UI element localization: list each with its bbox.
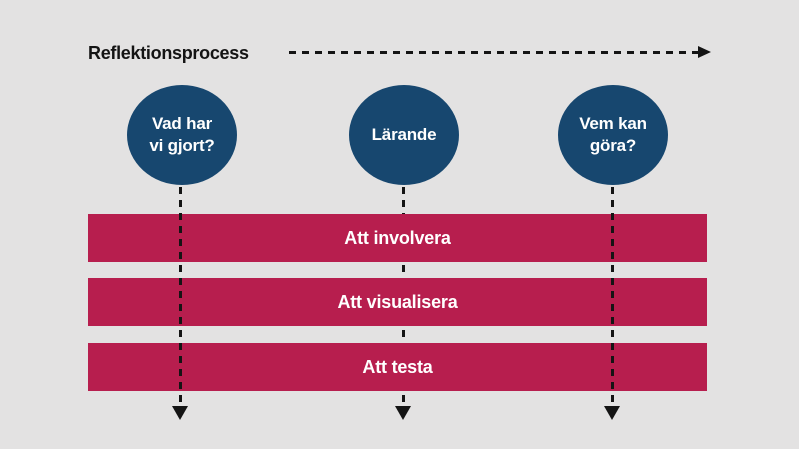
flow-dashed-line-right [611,187,614,405]
stage-circle-larande: Lärande [349,85,459,185]
down-arrowhead-icon [604,406,620,420]
bar-att-testa: Att testa [88,343,707,391]
bar-label: Att visualisera [337,291,458,312]
right-arrowhead-icon [698,46,711,58]
bar-label: Att involvera [344,227,451,248]
circle-label: Vem kan göra? [579,114,647,155]
circle-label: Vad har vi gjort? [149,114,215,155]
bar-label: Att testa [362,356,433,377]
diagram-title: Reflektionsprocess [88,43,249,63]
down-arrowhead-icon [395,406,411,420]
bar-att-visualisera: Att visualisera [88,278,707,326]
down-arrowhead-icon [172,406,188,420]
circle-label: Lärande [371,125,437,144]
stage-circle-vem-kan-gora: Vem kan göra? [558,85,668,185]
bar-att-involvera: Att involvera [88,214,707,262]
process-dashed-line [289,51,698,54]
flow-dashed-line-left [179,187,182,405]
stage-circle-vad-har-vi-gjort: Vad har vi gjort? [127,85,237,185]
